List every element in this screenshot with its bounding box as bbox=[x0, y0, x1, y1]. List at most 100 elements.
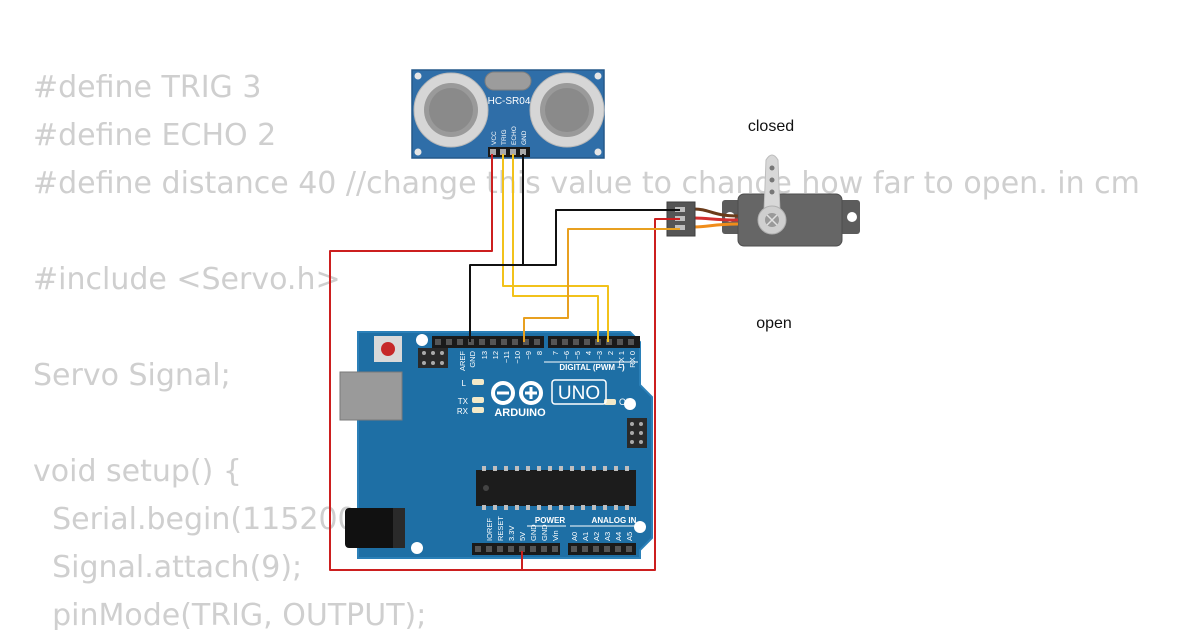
digital-pin-label: ~3 bbox=[595, 351, 604, 360]
pin-label: A0 bbox=[570, 532, 579, 541]
digital-pin-label: ~5 bbox=[573, 351, 582, 360]
digital-pin-label: GND bbox=[468, 350, 477, 367]
pin-label: A2 bbox=[592, 532, 601, 541]
pin-label: 3.3V bbox=[507, 526, 516, 541]
digital-pin-label: 4 bbox=[584, 351, 593, 355]
mounting-hole bbox=[416, 334, 428, 346]
pin-label: Vin bbox=[551, 530, 560, 541]
servo-closed-label: closed bbox=[748, 118, 794, 135]
code-line: #define TRIG 3 bbox=[33, 70, 262, 105]
digital-pin-label: 2 bbox=[606, 351, 615, 355]
servo-screw-slot bbox=[766, 214, 778, 226]
arduino-brand-text: ARDUINO bbox=[494, 407, 546, 419]
code-line: #include <Servo.h> bbox=[33, 262, 341, 297]
uno-badge bbox=[551, 379, 607, 405]
reset-button-cap bbox=[381, 342, 395, 356]
digital-header bbox=[432, 336, 640, 348]
code-line: Serial.begin(115200); bbox=[33, 502, 379, 537]
pin-label: A1 bbox=[581, 532, 590, 541]
wire-trig-d3[interactable] bbox=[502, 154, 609, 342]
icsp-header-right bbox=[627, 418, 647, 448]
code-line: void setup() { bbox=[33, 454, 242, 489]
pin-label: GND bbox=[521, 130, 528, 145]
digital-pin-label: ~10 bbox=[513, 351, 522, 364]
code-line: Signal.attach(9); bbox=[33, 550, 303, 585]
sensor-transducer-left bbox=[413, 72, 489, 148]
sensor-crystal bbox=[484, 71, 532, 91]
led-tx-label: TX bbox=[458, 397, 469, 406]
mounting-hole bbox=[624, 398, 636, 410]
power-header bbox=[472, 543, 560, 555]
pin-label: A3 bbox=[603, 532, 612, 541]
code-line: Servo Signal; bbox=[33, 358, 231, 393]
servo-mount-hole bbox=[847, 212, 857, 222]
digital-pin-label: ~11 bbox=[502, 351, 511, 363]
atmega-chip bbox=[476, 466, 636, 510]
wire-echo-d2[interactable] bbox=[512, 154, 599, 342]
sensor-hole bbox=[594, 148, 602, 156]
wire-servo-signal-d9[interactable] bbox=[523, 228, 680, 342]
servo-motor[interactable] bbox=[666, 154, 860, 247]
power-label: POWER bbox=[535, 516, 565, 525]
code-line: #define ECHO 2 bbox=[33, 118, 277, 153]
pin-label: 5V bbox=[518, 532, 527, 541]
pin-label: TRIG bbox=[501, 129, 508, 145]
sensor-transducer-right bbox=[529, 72, 605, 148]
digital-pin-label: TX 1 bbox=[617, 351, 626, 367]
analog-header bbox=[568, 543, 636, 555]
servo-wire-brown bbox=[693, 207, 739, 218]
servo-horn-hole bbox=[769, 165, 775, 171]
led-rx-label: RX bbox=[457, 407, 469, 416]
pin-label: VCC bbox=[491, 131, 498, 145]
pin-label: ECHO bbox=[511, 126, 518, 145]
sensor-hole bbox=[414, 72, 422, 80]
uno-model-text: UNO bbox=[558, 383, 600, 404]
icsp-header bbox=[418, 348, 448, 368]
digital-pin-label: 12 bbox=[491, 351, 500, 359]
led-l-label: L bbox=[462, 379, 467, 388]
pin-label: IOREF bbox=[485, 518, 494, 541]
wire-vcc-5v[interactable] bbox=[329, 154, 680, 571]
wire-servo-gnd[interactable] bbox=[523, 209, 680, 266]
servo-connector-pin bbox=[675, 225, 685, 230]
servo-wire-red bbox=[693, 216, 739, 222]
servo-body bbox=[737, 193, 843, 247]
digital-pin-label: 13 bbox=[480, 351, 489, 359]
servo-horn bbox=[763, 154, 781, 213]
led-l bbox=[472, 379, 484, 385]
analog-label: ANALOG IN bbox=[592, 516, 637, 525]
sensor-hole bbox=[414, 148, 422, 156]
arduino-infinity-logo bbox=[491, 381, 543, 405]
digital-pin-label: 7 bbox=[551, 351, 560, 355]
sensor-hole bbox=[594, 72, 602, 80]
usb-connector bbox=[339, 371, 403, 421]
mounting-hole bbox=[411, 542, 423, 554]
wire-gnd-gnd[interactable] bbox=[469, 154, 524, 342]
servo-open-label: open bbox=[756, 315, 792, 332]
pin-label: A5 bbox=[625, 532, 634, 541]
code-line: pinMode(TRIG, OUTPUT); bbox=[33, 598, 427, 630]
led-on bbox=[604, 399, 616, 405]
digital-pin-label: ~9 bbox=[524, 351, 533, 360]
dc-power-jack-tip bbox=[393, 508, 405, 548]
servo-horn-hole bbox=[769, 177, 775, 183]
digital-pin-label: ~6 bbox=[562, 351, 571, 360]
pin-label: A4 bbox=[614, 532, 623, 541]
pin-label: GND bbox=[540, 524, 549, 541]
digital-label: DIGITAL (PWM ~) bbox=[559, 363, 625, 372]
servo-horn-hole bbox=[769, 189, 775, 195]
digital-pin-label: AREF bbox=[458, 351, 467, 371]
sensor-pin-header bbox=[488, 147, 530, 157]
servo-wire-orange bbox=[693, 222, 739, 229]
mounting-hole bbox=[634, 521, 646, 533]
digital-pin-label: RX 0 bbox=[628, 351, 637, 368]
pin-label: RESET bbox=[496, 516, 505, 541]
dc-power-jack bbox=[345, 508, 405, 548]
